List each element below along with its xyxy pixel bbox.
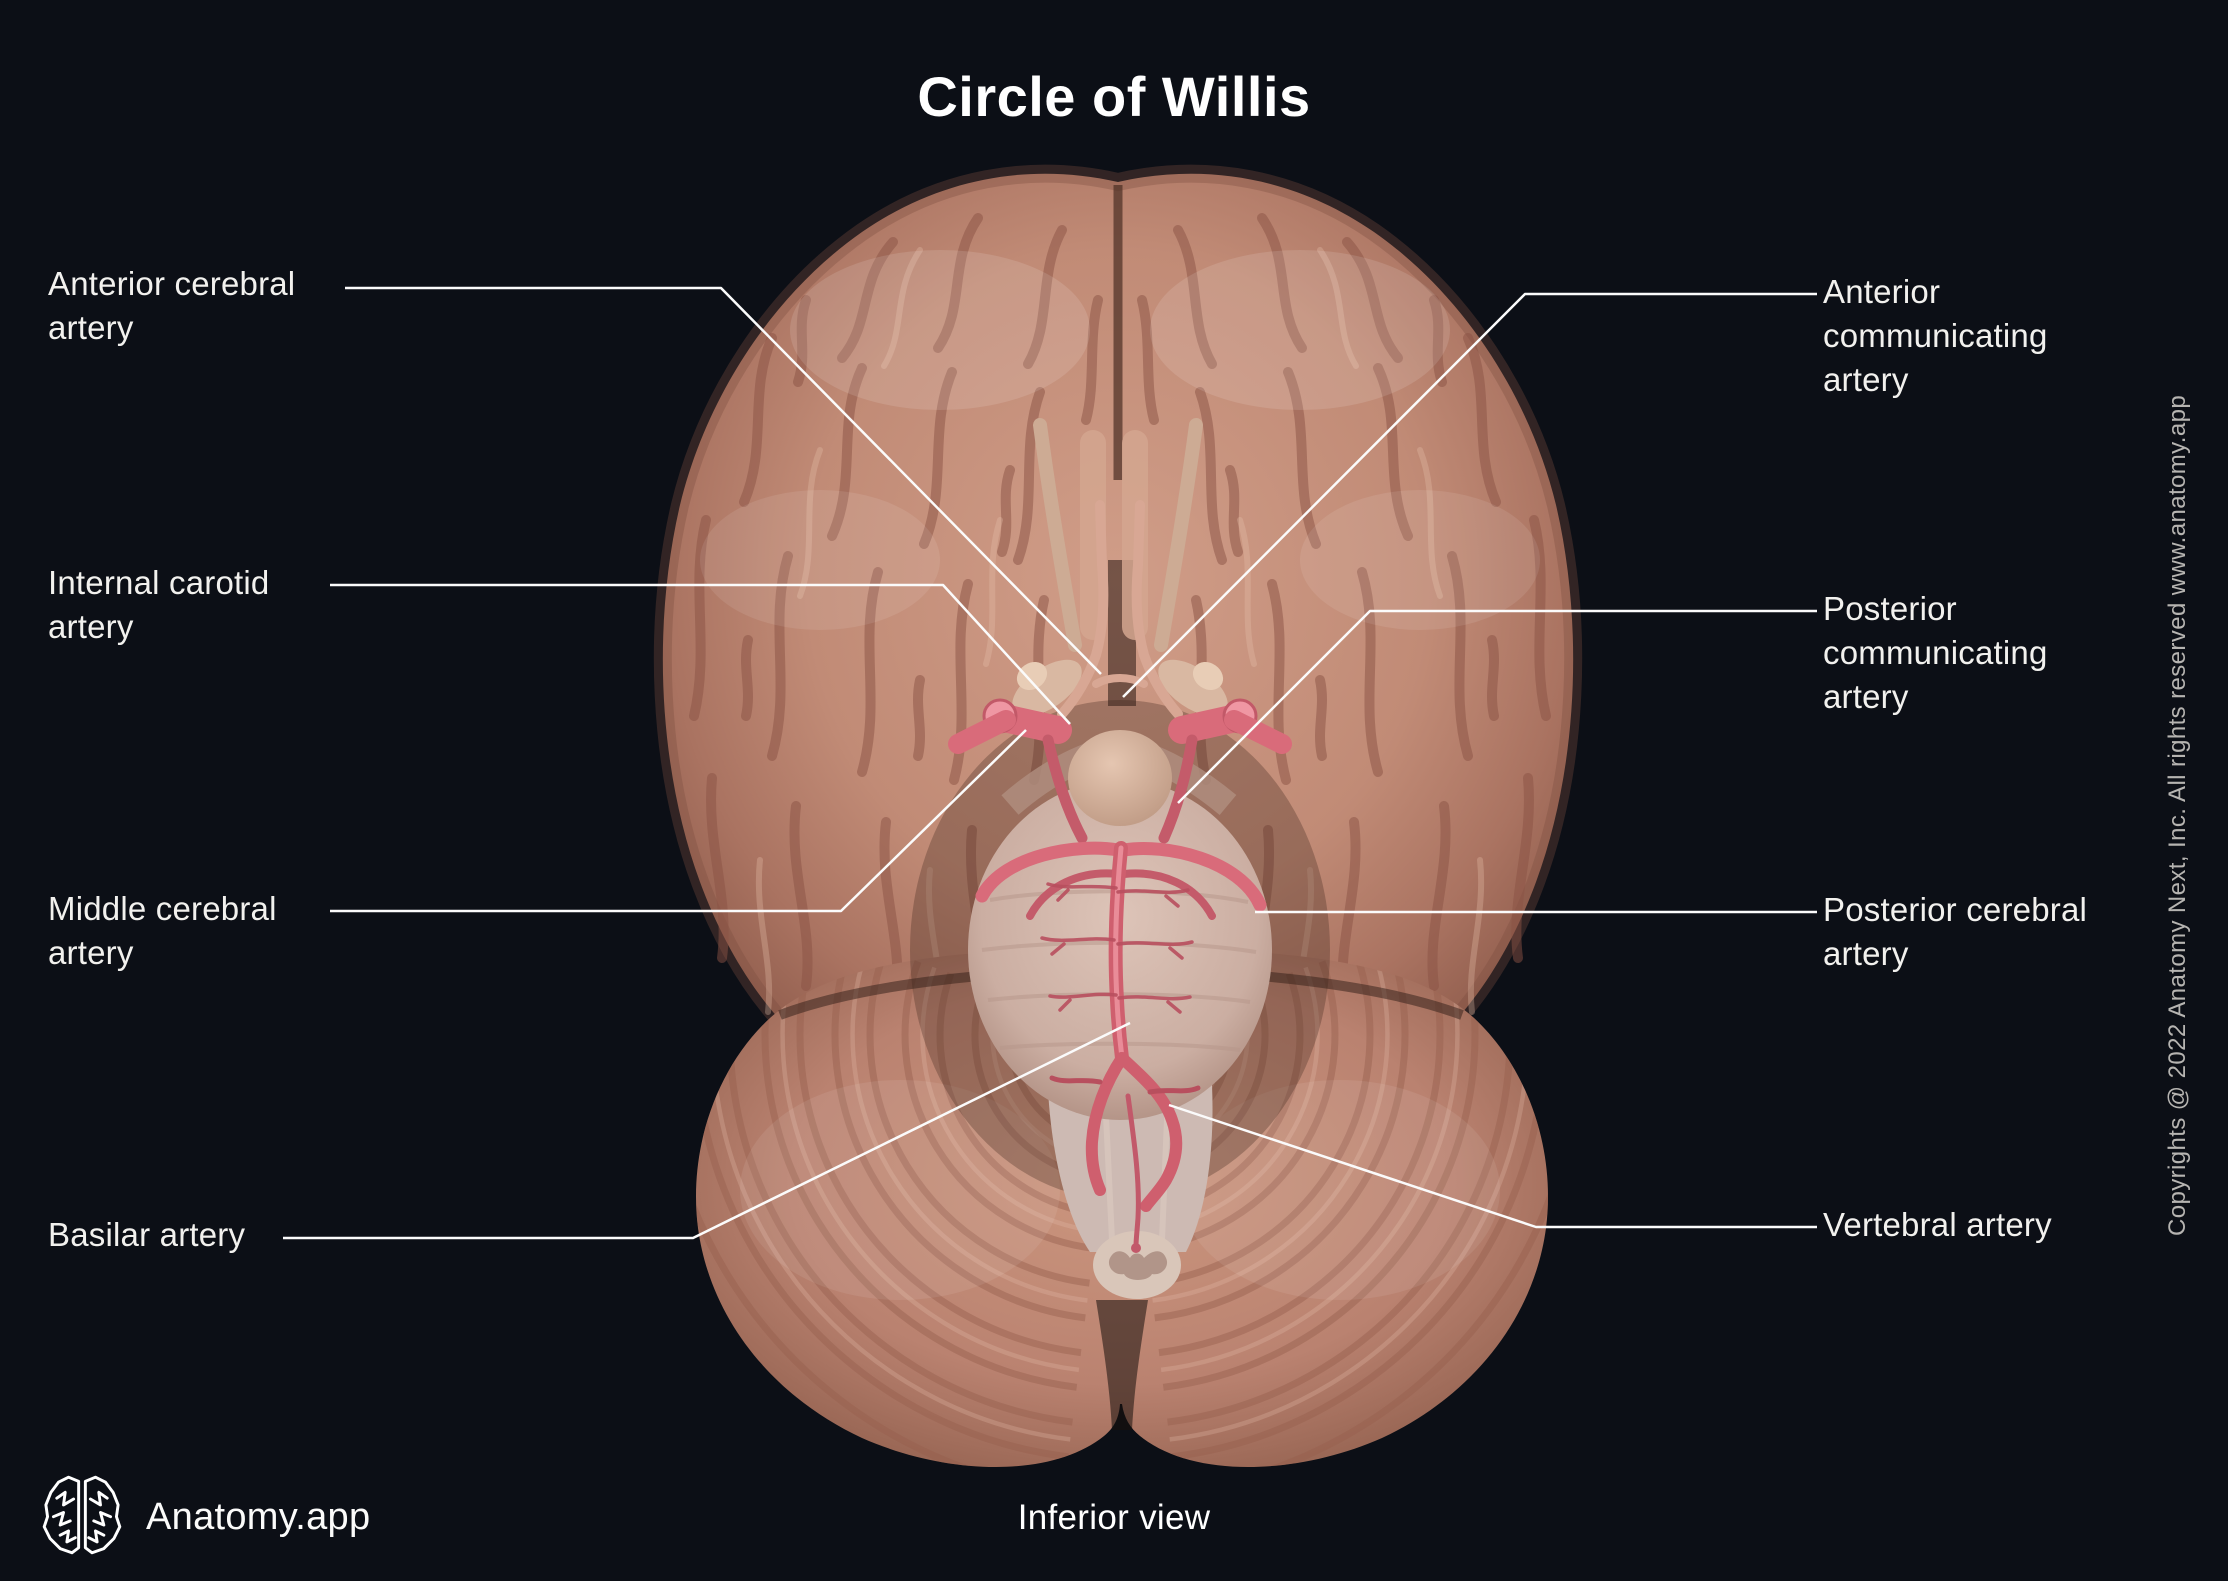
leader-lines xyxy=(283,286,1817,1240)
cerebrum xyxy=(653,164,1583,1150)
anterior-spinal-artery-vessel xyxy=(1125,1093,1141,1249)
page-title: Circle of Willis xyxy=(917,65,1311,128)
label-anterior-communicating-artery: Anterior communicating artery xyxy=(1823,273,2048,398)
circle-of-willis-arteries xyxy=(948,500,1292,1253)
leader-line-anterior-communicating xyxy=(1122,292,1817,698)
label-basilar-artery: Basilar artery xyxy=(48,1216,246,1253)
label-internal-carotid-artery: Internal carotid artery xyxy=(48,564,270,645)
label-anterior-cerebral-artery: Anterior cerebral artery xyxy=(48,265,296,346)
leader-line-basilar xyxy=(283,1021,1131,1240)
leader-line-anterior-cerebral xyxy=(345,286,1102,675)
leader-line-vertebral xyxy=(1168,1103,1817,1229)
anterior-communicating-artery-vessel xyxy=(1092,674,1148,688)
olfactory-tract xyxy=(1154,418,1203,652)
posterior-communicating-artery-vessel xyxy=(1042,734,1088,844)
posterior-cerebral-artery-vessel xyxy=(975,841,1125,903)
brand-name: Anatomy.app xyxy=(146,1496,371,1538)
anatomy-app-logo-icon xyxy=(42,1475,122,1555)
anterior-cerebral-artery-vessel xyxy=(1057,500,1109,719)
leader-line-posterior-communicating xyxy=(1177,609,1817,804)
olfactory-tract xyxy=(1033,418,1082,652)
label-posterior-cerebral-artery: Posterior cerebral artery xyxy=(1823,891,2088,972)
leader-line-internal-carotid xyxy=(330,583,1071,725)
vertebral-artery-vessel xyxy=(1085,1052,1128,1196)
view-label: Inferior view xyxy=(1017,1498,1211,1537)
label-vertebral-artery: Vertebral artery xyxy=(1823,1206,2052,1243)
leader-line-middle-cerebral xyxy=(330,729,1027,913)
label-middle-cerebral-artery: Middle cerebral artery xyxy=(48,890,277,971)
copyright-notice: Copyrights @ 2022 Anatomy Next, Inc. All… xyxy=(2164,394,2191,1236)
optic-chiasm xyxy=(1068,730,1172,826)
label-posterior-communicating-artery: Posterior communicating artery xyxy=(1823,590,2048,715)
brand: Anatomy.app xyxy=(40,1472,370,1558)
middle-cerebral-artery-vessel xyxy=(948,710,1016,754)
